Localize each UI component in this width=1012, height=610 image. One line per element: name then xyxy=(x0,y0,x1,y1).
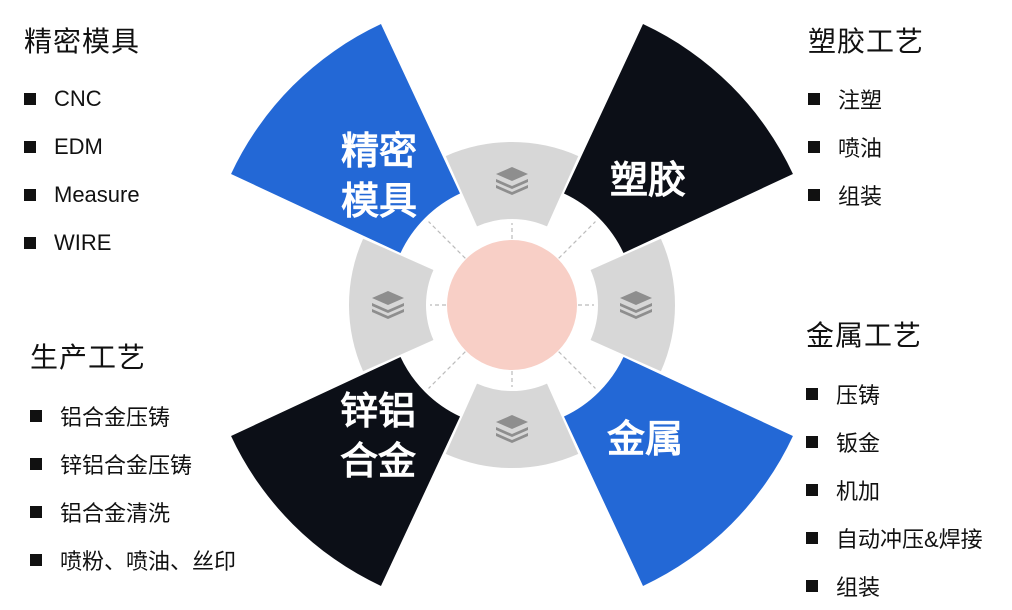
petal-precision-mold xyxy=(231,24,461,254)
petal-label-zinc-alloy-line2: 合金 xyxy=(340,439,417,483)
list-item: 自动冲压&焊接 xyxy=(806,514,983,562)
list-item: 铝合金清洗 xyxy=(30,488,236,536)
square-bullet-icon xyxy=(806,580,818,592)
petal-ring xyxy=(231,24,793,586)
tile-top xyxy=(445,142,579,227)
square-bullet-icon xyxy=(24,141,36,153)
square-bullet-icon xyxy=(806,532,818,544)
production-process-title: 生产工艺 xyxy=(30,342,147,373)
tile-right xyxy=(590,238,675,372)
square-bullet-icon xyxy=(806,436,818,448)
plastic-process-title: 塑胶工艺 xyxy=(808,26,925,57)
production-process-list: 铝合金压铸 锌铝合金压铸 铝合金清洗 喷粉、喷油、丝印 xyxy=(30,392,236,584)
connector-line xyxy=(558,351,596,389)
petal-zinc-alloy xyxy=(231,356,461,586)
tile-left xyxy=(349,238,434,372)
square-bullet-icon xyxy=(30,554,42,566)
center-circle xyxy=(447,240,577,370)
square-bullet-icon xyxy=(30,410,42,422)
list-item: WIRE xyxy=(24,219,140,267)
square-bullet-icon xyxy=(24,93,36,105)
metal-process-title: 金属工艺 xyxy=(806,320,923,351)
precision-mold-title: 精密模具 xyxy=(24,26,141,57)
petal-plastic xyxy=(563,24,793,254)
connector-line xyxy=(428,221,466,259)
list-item: 锌铝合金压铸 xyxy=(30,440,236,488)
square-bullet-icon xyxy=(808,189,820,201)
list-item: 铝合金压铸 xyxy=(30,392,236,440)
square-bullet-icon xyxy=(806,484,818,496)
square-bullet-icon xyxy=(30,506,42,518)
tile-ring xyxy=(349,142,675,468)
list-item: 注塑 xyxy=(808,75,924,123)
list-item: 机加 xyxy=(806,466,983,514)
connector-line xyxy=(428,351,466,389)
petal-label-precision-mold-line2: 模具 xyxy=(341,179,417,223)
square-bullet-icon xyxy=(806,388,818,400)
metal-process-group: 金属工艺 压铸 钣金 机加 自动冲压&焊接 组装 xyxy=(806,314,983,610)
connector-lines xyxy=(428,221,596,389)
plastic-process-group: 塑胶工艺 注塑 喷油 组装 xyxy=(808,20,924,219)
connector-line xyxy=(558,221,596,259)
precision-mold-group: 精密模具 CNC EDM Measure WIRE xyxy=(24,20,140,267)
list-item: 钣金 xyxy=(806,418,983,466)
petal-label-precision-mold-line1: 精密 xyxy=(341,129,417,173)
metal-process-list: 压铸 钣金 机加 自动冲压&焊接 组装 xyxy=(806,370,983,610)
plastic-process-list: 注塑 喷油 组装 xyxy=(808,75,924,219)
square-bullet-icon xyxy=(808,93,820,105)
square-bullet-icon xyxy=(24,237,36,249)
precision-mold-list: CNC EDM Measure WIRE xyxy=(24,75,140,267)
production-process-group: 生产工艺 铝合金压铸 锌铝合金压铸 铝合金清洗 喷粉、喷油、丝印 xyxy=(30,336,236,584)
petal-label-metal: 金属 xyxy=(606,417,683,461)
list-item: 组装 xyxy=(808,171,924,219)
square-bullet-icon xyxy=(30,458,42,470)
list-item: 喷粉、喷油、丝印 xyxy=(30,536,236,584)
list-item: Measure xyxy=(24,171,140,219)
list-item: 喷油 xyxy=(808,123,924,171)
petal-label-plastic: 塑胶 xyxy=(610,158,686,202)
square-bullet-icon xyxy=(808,141,820,153)
list-item: 组装 xyxy=(806,562,983,610)
list-item: EDM xyxy=(24,123,140,171)
list-item: 压铸 xyxy=(806,370,983,418)
petal-metal xyxy=(563,356,793,586)
list-item: CNC xyxy=(24,75,140,123)
square-bullet-icon xyxy=(24,189,36,201)
petal-label-zinc-alloy-line1: 锌铝 xyxy=(340,389,416,433)
